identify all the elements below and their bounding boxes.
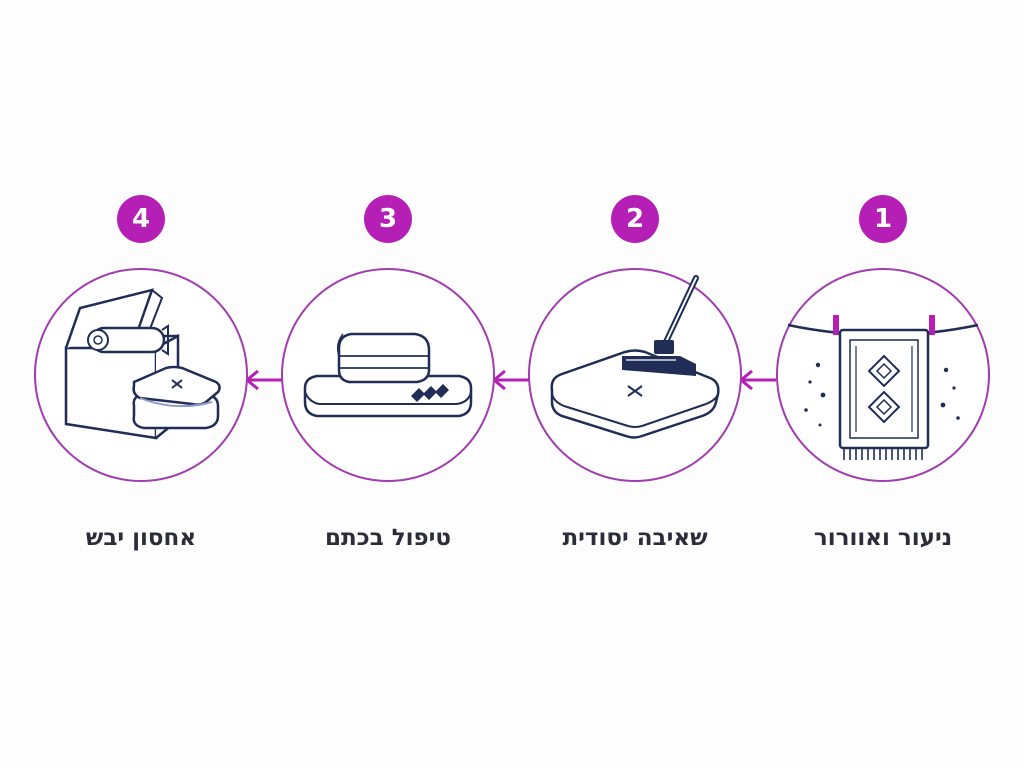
step-1-circle [776, 268, 990, 482]
step-3-circle [281, 268, 495, 482]
hanging-rug-icon [787, 315, 979, 460]
step-1: 1 [763, 195, 1003, 565]
step-2-label: שאיבה יסודית [562, 525, 708, 551]
vacuum-cushion-icon [550, 275, 720, 439]
step-2-circle [528, 268, 742, 482]
step-4-number-badge: 4 [117, 195, 165, 243]
step-2: 2 שאיבה יסודית [515, 195, 755, 565]
stain-treatment-icon [303, 332, 473, 418]
step-3: 3 טיפול בכתם [268, 195, 508, 565]
step-4-circle [34, 268, 248, 482]
step-3-label: טיפול בכתם [324, 525, 452, 551]
step-2-number-badge: 2 [611, 195, 659, 243]
step-3-number-badge: 3 [364, 195, 412, 243]
step-1-number-badge: 1 [859, 195, 907, 243]
storage-box-icon [64, 288, 221, 440]
step-1-label: ניעור ואוורור [813, 525, 953, 551]
step-4-label: אחסון יבש [85, 525, 197, 551]
step-4: 4 אחסון יבש [21, 195, 261, 565]
